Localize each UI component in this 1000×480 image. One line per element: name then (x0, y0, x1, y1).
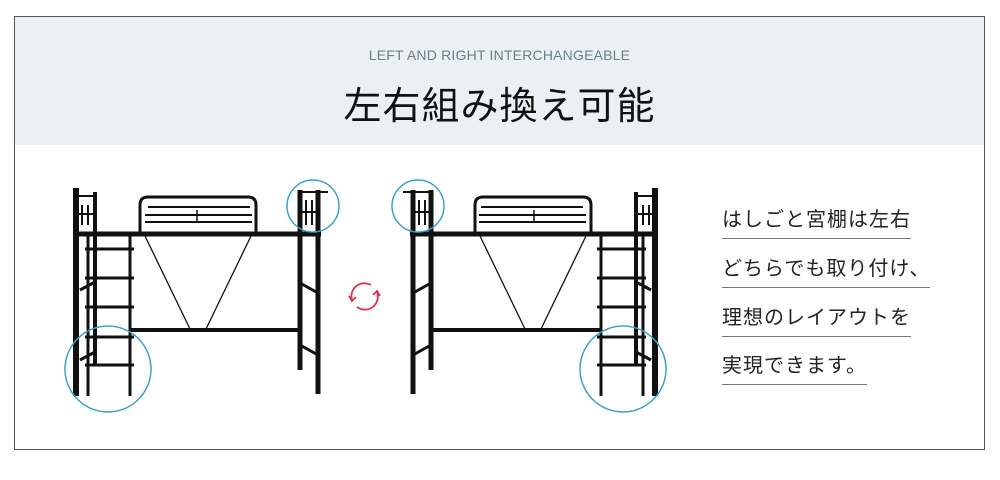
description-line-1: はしごと宮棚は左右 (722, 203, 911, 239)
description-line-3: 理想のレイアウトを (722, 301, 911, 337)
rotate-arrows-icon (348, 282, 381, 311)
loft-bed-right-ladder (392, 180, 666, 412)
loft-bed-left-ladder (65, 180, 339, 412)
banner-frame: LEFT AND RIGHT INTERCHANGEABLE 左右組み換え可能 (14, 16, 985, 450)
description-line-2: どちらでも取り付け、 (722, 252, 931, 288)
description-line-4: 実現できます。 (722, 349, 867, 385)
title: 左右組み換え可能 (343, 84, 656, 128)
subtitle: LEFT AND RIGHT INTERCHANGEABLE (368, 47, 631, 63)
header-band: LEFT AND RIGHT INTERCHANGEABLE 左右組み換え可能 (15, 17, 984, 145)
